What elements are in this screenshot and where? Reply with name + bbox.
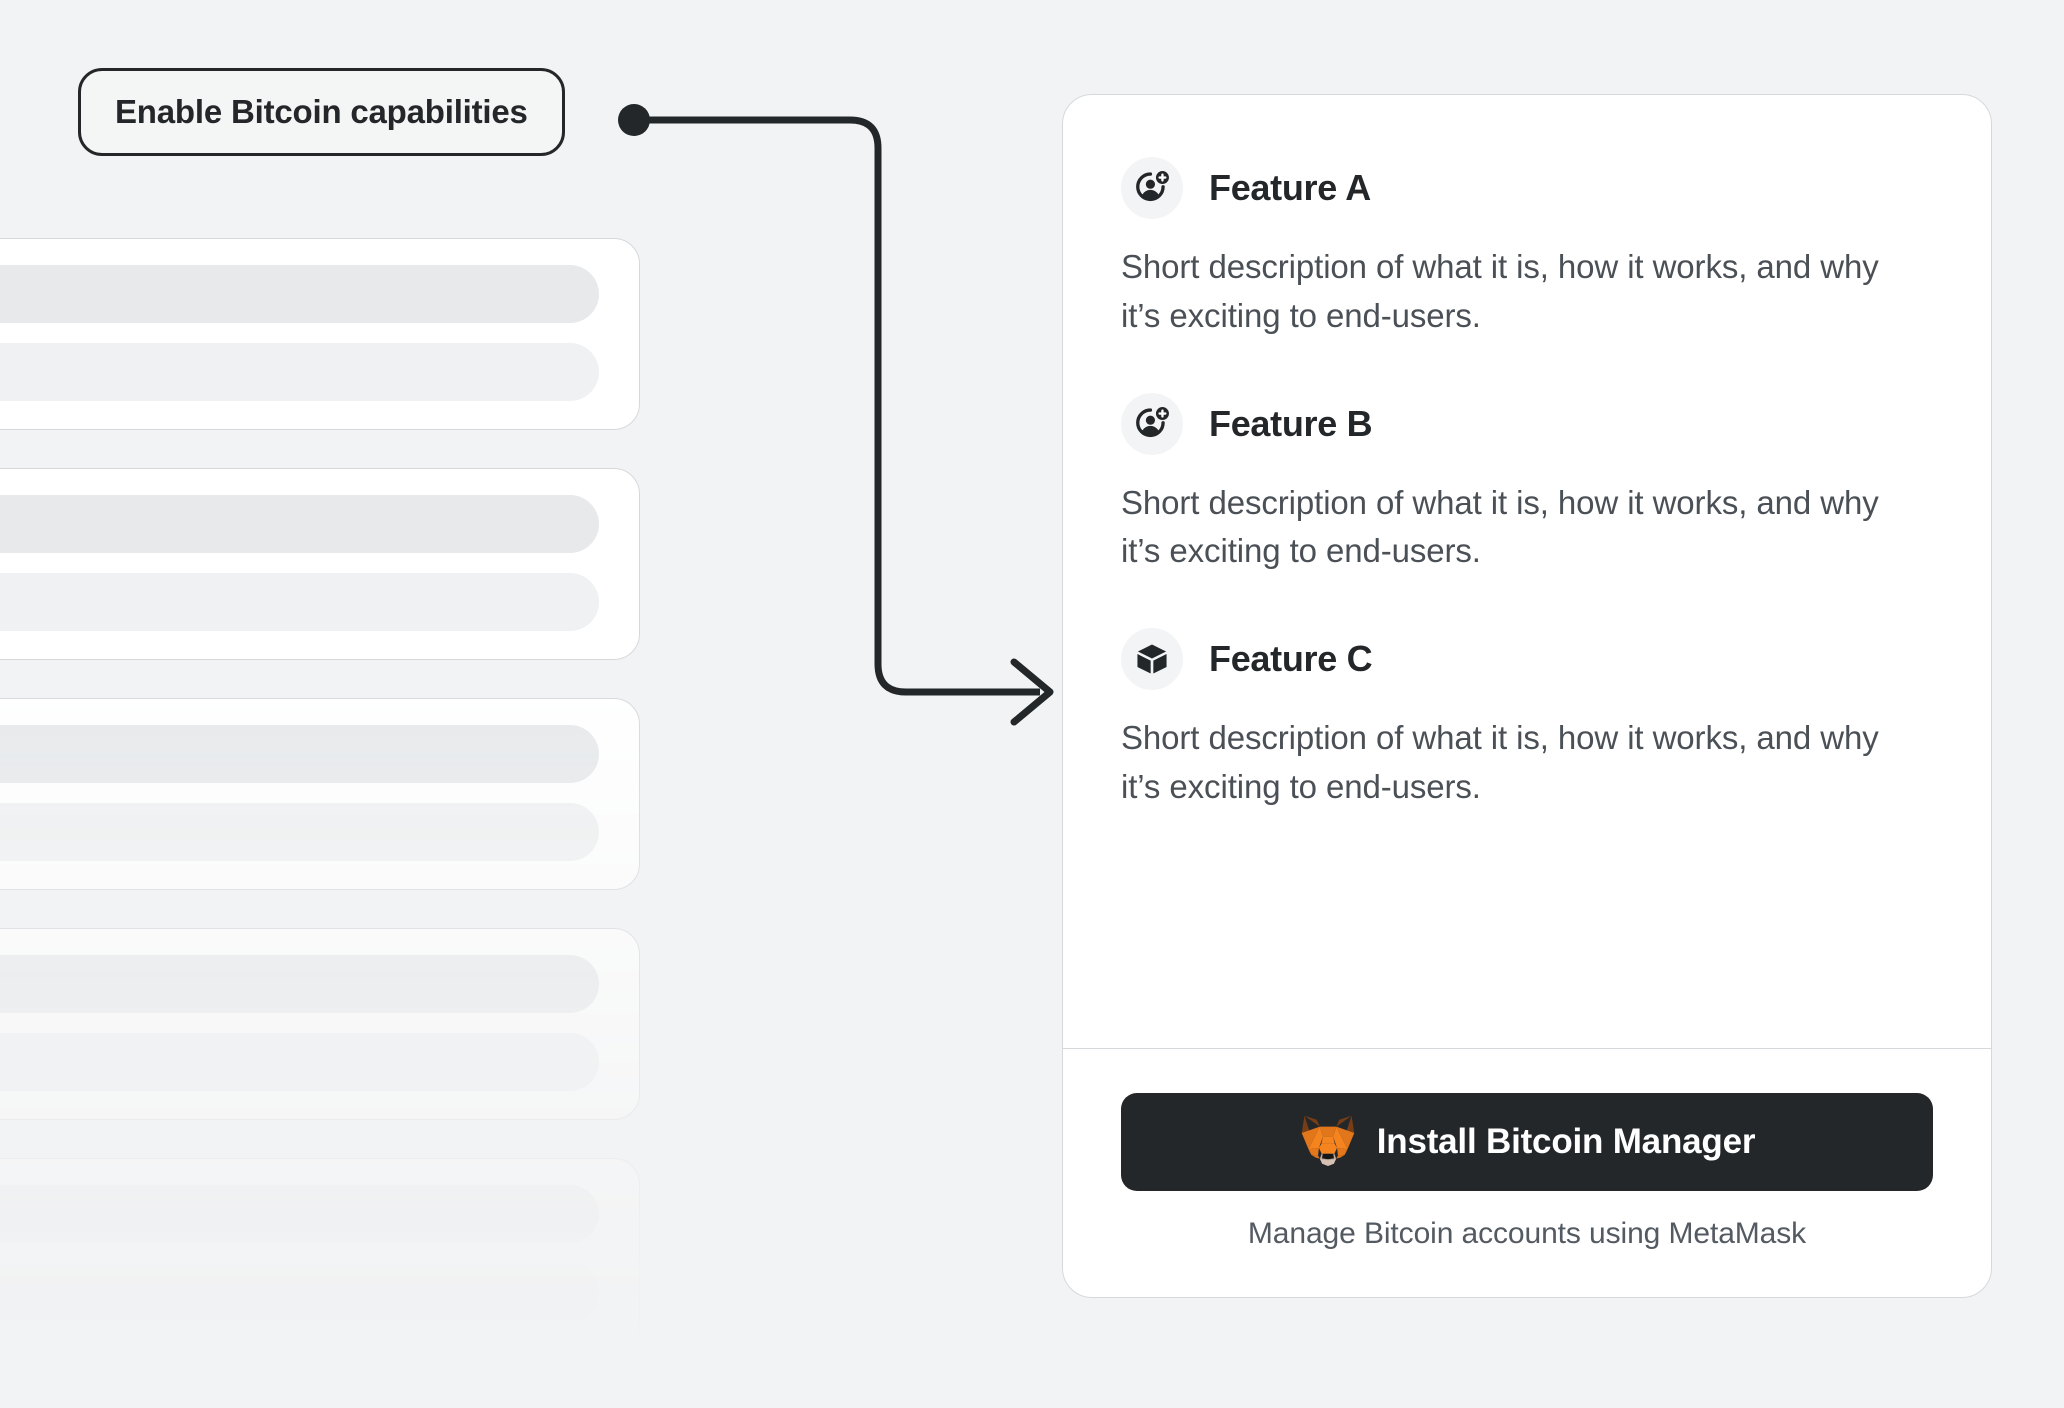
feature-description: Short description of what it is, how it …: [1121, 483, 1879, 570]
footer-caption: Manage Bitcoin accounts using MetaMask: [1247, 1217, 1807, 1250]
feature-description: Short description of what it is, how it …: [1121, 719, 1879, 806]
install-button-label: Install Bitcoin Manager: [1376, 1122, 1756, 1161]
skeleton-bar-primary: [0, 1185, 599, 1243]
skeleton-bar-secondary: [0, 1033, 599, 1091]
card-divider: [1063, 1047, 1991, 1049]
feature-title: Feature C: [1209, 638, 1373, 680]
connector-arrowhead-icon: [1010, 658, 1054, 726]
feature-title: Feature B: [1209, 402, 1373, 444]
feature-header: Feature C: [1121, 628, 1933, 691]
skeleton-bar-primary: [0, 495, 599, 553]
cube-icon: [1121, 628, 1183, 691]
feature-item: Feature C Short description of what it i…: [1121, 628, 1933, 812]
connector-line: [634, 116, 1040, 696]
skeleton-card: [0, 928, 640, 1120]
connector-start-dot-icon: [618, 104, 650, 136]
skeleton-bar-secondary: [0, 343, 599, 401]
skeleton-card: [0, 238, 640, 430]
callout-label[interactable]: Enable Bitcoin capabilities: [78, 68, 565, 156]
feature-list: Feature A Short description of what it i…: [1063, 95, 1991, 1048]
card-footer: Install Bitcoin Manager Manage Bitcoin a…: [1063, 1049, 1991, 1297]
feature-item: Feature B Short description of what it i…: [1121, 392, 1933, 577]
skeleton-bar-primary: [0, 265, 599, 323]
feature-description: Short description of what it is, how it …: [1121, 248, 1879, 334]
skeleton-card: [0, 1158, 640, 1350]
install-bitcoin-manager-button[interactable]: Install Bitcoin Manager: [1121, 1093, 1933, 1191]
feature-item: Feature A Short description of what it i…: [1121, 157, 1933, 341]
bitcoin-capabilities-card: Feature A Short description of what it i…: [1062, 94, 1992, 1298]
skeleton-bar-secondary: [0, 1263, 599, 1321]
skeleton-bar-primary: [0, 725, 599, 783]
skeleton-bar-primary: [0, 955, 599, 1013]
add-account-icon: [1121, 392, 1183, 455]
feature-header: Feature B: [1121, 392, 1933, 455]
add-account-icon: [1121, 157, 1183, 219]
skeleton-card: [0, 698, 640, 890]
feature-header: Feature A: [1121, 157, 1933, 219]
callout-label-text: Enable Bitcoin capabilities: [115, 93, 528, 130]
feature-title: Feature A: [1209, 167, 1372, 208]
skeleton-placeholder-list: [0, 238, 640, 1408]
skeleton-bar-secondary: [0, 803, 599, 861]
metamask-fox-icon: [1301, 1115, 1355, 1167]
skeleton-card: [0, 468, 640, 660]
skeleton-bar-secondary: [0, 573, 599, 631]
